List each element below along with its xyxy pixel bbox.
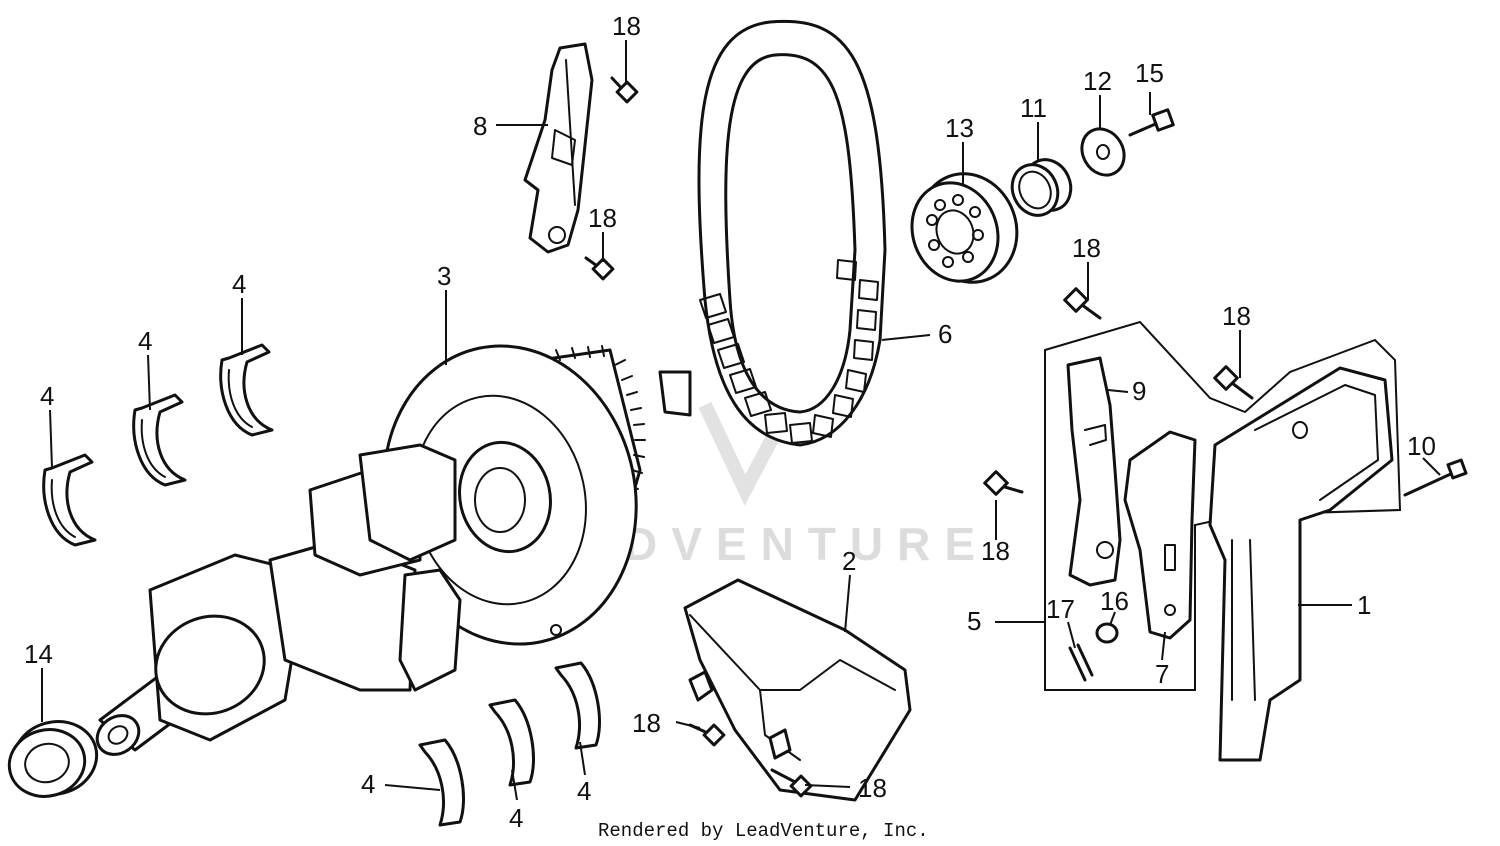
callout-18: 18 — [1222, 301, 1251, 331]
callout-10: 10 — [1407, 431, 1436, 461]
bolt-part — [1213, 365, 1254, 400]
callout-2: 2 — [842, 546, 856, 576]
callout-11: 11 — [1020, 93, 1047, 123]
callouts: 18 8 18 3 4 4 4 14 2 6 13 11 12 15 18 18… — [24, 11, 1436, 833]
callout-18: 18 — [1072, 233, 1101, 263]
callout-4: 4 — [509, 803, 523, 833]
callout-6: 6 — [938, 319, 952, 349]
callout-18: 18 — [632, 708, 661, 738]
bearing-shell-part — [488, 698, 535, 787]
callout-18: 18 — [858, 773, 887, 803]
washer-part — [1080, 127, 1126, 177]
bolt-part — [610, 76, 639, 104]
bearing-shell-part — [554, 661, 601, 750]
cam-chain-part — [697, 19, 887, 447]
callout-13: 13 — [945, 113, 974, 143]
bearing-shell-part — [42, 453, 97, 547]
bearing-shell-part — [132, 393, 187, 487]
callout-18: 18 — [981, 536, 1010, 566]
callout-14: 14 — [24, 639, 53, 669]
bolt-part — [770, 768, 813, 798]
pin-part — [1068, 643, 1094, 682]
callout-4: 4 — [232, 269, 246, 299]
tensioner-arm-part — [1123, 430, 1197, 640]
callout-4: 4 — [138, 326, 152, 356]
bolt-part — [688, 723, 726, 747]
bolt-part — [1063, 287, 1102, 320]
bolt-part — [1403, 458, 1468, 497]
callout-8: 8 — [473, 111, 487, 141]
bolt-part — [1128, 108, 1175, 137]
callout-12: 12 — [1083, 66, 1112, 96]
credit-text: Rendered by LeadVenture, Inc. — [598, 820, 929, 842]
callout-9: 9 — [1132, 376, 1146, 406]
callout-3: 3 — [437, 261, 451, 291]
callout-7: 7 — [1155, 659, 1169, 689]
callout-5: 5 — [967, 606, 981, 636]
oil-seal-part — [7, 720, 99, 798]
crankshaft-part — [95, 443, 462, 756]
callout-4: 4 — [40, 381, 54, 411]
bearing-shell-part — [219, 343, 274, 437]
bolt-part — [584, 256, 615, 281]
callout-4: 4 — [577, 776, 591, 806]
crank-cover-part — [683, 578, 912, 802]
bearing-shell-part — [418, 738, 465, 827]
leader-lines — [41, 40, 1441, 801]
bearing-part — [910, 172, 1019, 284]
callout-4: 4 — [361, 769, 375, 799]
callout-1: 1 — [1357, 590, 1371, 620]
bolt-part — [983, 470, 1024, 496]
callout-18: 18 — [588, 203, 617, 233]
callout-17: 17 — [1046, 594, 1075, 624]
collar-part — [1010, 158, 1073, 217]
chain-guide-part — [523, 42, 594, 254]
callout-18: 18 — [612, 11, 641, 41]
callout-15: 15 — [1135, 58, 1164, 88]
tensioner-blade-part — [1066, 356, 1122, 587]
washer-part — [1095, 622, 1119, 644]
callout-16: 16 — [1100, 586, 1129, 616]
flywheel-gear-part — [382, 344, 692, 646]
side-cover-part — [1208, 366, 1394, 762]
